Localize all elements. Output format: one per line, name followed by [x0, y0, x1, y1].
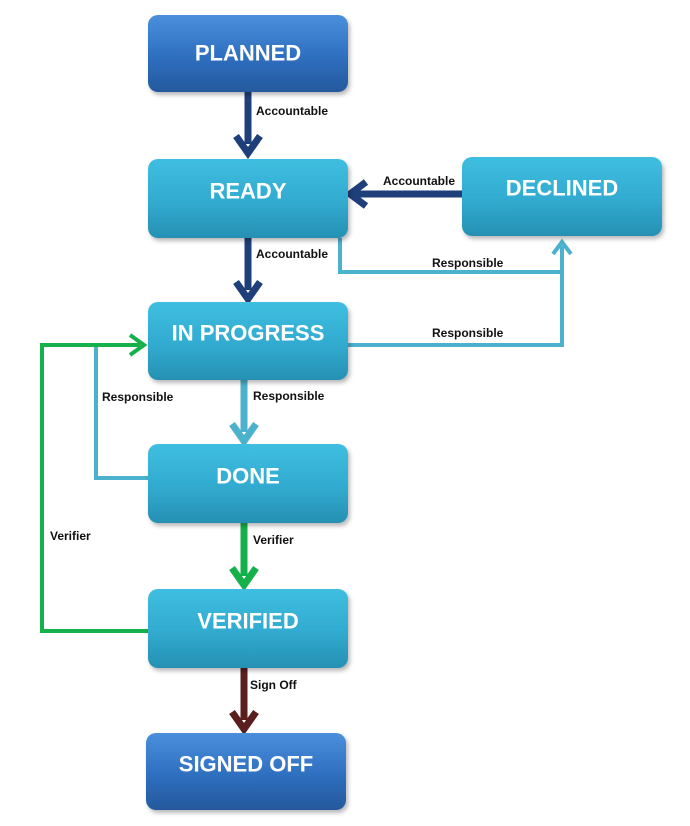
- node-in-progress-label: IN PROGRESS: [172, 321, 325, 346]
- edge-in-progress-done: [229, 380, 259, 448]
- node-verified: VERIFIED: [148, 589, 348, 668]
- edge-ready-declined: [338, 238, 573, 274]
- edge-done-verified: [229, 523, 259, 592]
- label-declined-ready: Accountable: [383, 174, 455, 188]
- label-done-verified: Verifier: [253, 533, 294, 547]
- node-signed-off-label: SIGNED OFF: [179, 752, 313, 777]
- node-signed-off: SIGNED OFF: [146, 733, 346, 810]
- edge-verified-signed-off: [229, 668, 259, 736]
- edge-declined-ready: [344, 179, 462, 209]
- node-ready-label: READY: [209, 179, 286, 204]
- label-ready-declined: Responsible: [432, 256, 504, 270]
- label-in-progress-done: Responsible: [253, 389, 325, 403]
- label-in-progress-declined: Responsible: [432, 326, 504, 340]
- node-declined-label: DECLINED: [506, 176, 618, 201]
- label-verified-in-progress: Verifier: [50, 529, 91, 543]
- node-done: DONE: [148, 444, 348, 523]
- node-verified-label: VERIFIED: [197, 609, 298, 634]
- edge-done-in-progress: [94, 343, 148, 480]
- label-done-in-progress: Responsible: [102, 390, 174, 404]
- node-planned-label: PLANNED: [195, 41, 301, 66]
- node-declined: DECLINED: [462, 157, 662, 236]
- label-ready-in-progress: Accountable: [256, 247, 328, 261]
- node-in-progress: IN PROGRESS: [148, 302, 348, 380]
- node-done-label: DONE: [216, 464, 280, 489]
- label-verified-signed-off: Sign Off: [250, 678, 298, 692]
- node-ready: READY: [148, 159, 348, 238]
- edge-ready-in-progress: [233, 238, 263, 306]
- node-planned: PLANNED: [148, 15, 348, 92]
- edge-verified-in-progress: [40, 333, 148, 633]
- edge-planned-ready: [233, 92, 263, 160]
- edge-in-progress-declined: [348, 272, 564, 347]
- label-planned-ready: Accountable: [256, 104, 328, 118]
